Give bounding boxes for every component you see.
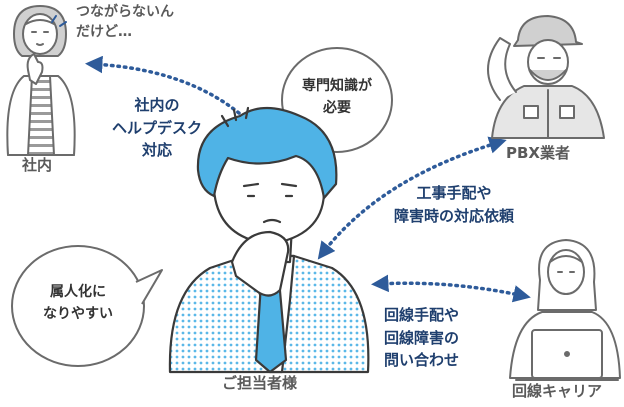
- flow-line-line: 回線障害の: [384, 328, 460, 347]
- bubble-expertise-line: 必要: [323, 99, 351, 116]
- flow-helpdesk-line: ヘルプデスク: [112, 118, 203, 137]
- label-carrier: 回線キャリア: [512, 382, 603, 400]
- bubble-personal: [11, 245, 163, 367]
- bubble-expertise-line: 専門知識が: [302, 78, 372, 94]
- flow-helpdesk: 社内の ヘルプデスク 対応: [112, 94, 202, 162]
- bubble-expertise-text: 専門知識が 必要: [292, 76, 382, 119]
- shanai-illustration: [6, 5, 76, 156]
- carrier-illustration: [509, 239, 621, 381]
- flow-helpdesk-line: 対応: [142, 141, 173, 159]
- flow-line: 回線手配や 回線障害の 問い合わせ: [384, 304, 459, 372]
- flow-line-line: 問い合わせ: [384, 351, 460, 369]
- flow-construction-line: 障害時の対応依頼: [394, 206, 515, 225]
- flow-construction-line: 工事手配や: [416, 184, 492, 202]
- bubble-personal-text: 属人化に なりやすい: [30, 282, 126, 325]
- label-customer: ご担当者様: [222, 374, 298, 392]
- shanai-speech-line: だけど…: [76, 24, 132, 41]
- flow-helpdesk-line: 社内の: [134, 96, 180, 114]
- customer-illustration: [168, 106, 370, 374]
- shanai-speech-line: つながらないん: [76, 4, 174, 20]
- label-pbx: PBX業者: [506, 144, 570, 162]
- bubble-personal-line: 属人化に: [50, 284, 106, 300]
- arrow-construction: [317, 136, 507, 260]
- arrow-line: [371, 274, 531, 303]
- shanai-speech: つながらないん だけど…: [76, 2, 174, 43]
- label-shanai: 社内: [22, 156, 53, 174]
- flow-line-line: 回線手配や: [384, 306, 460, 324]
- bubble-personal-line: なりやすい: [43, 305, 113, 322]
- flow-construction: 工事手配や 障害時の対応依頼: [394, 182, 514, 227]
- pbx-illustration: [487, 15, 605, 139]
